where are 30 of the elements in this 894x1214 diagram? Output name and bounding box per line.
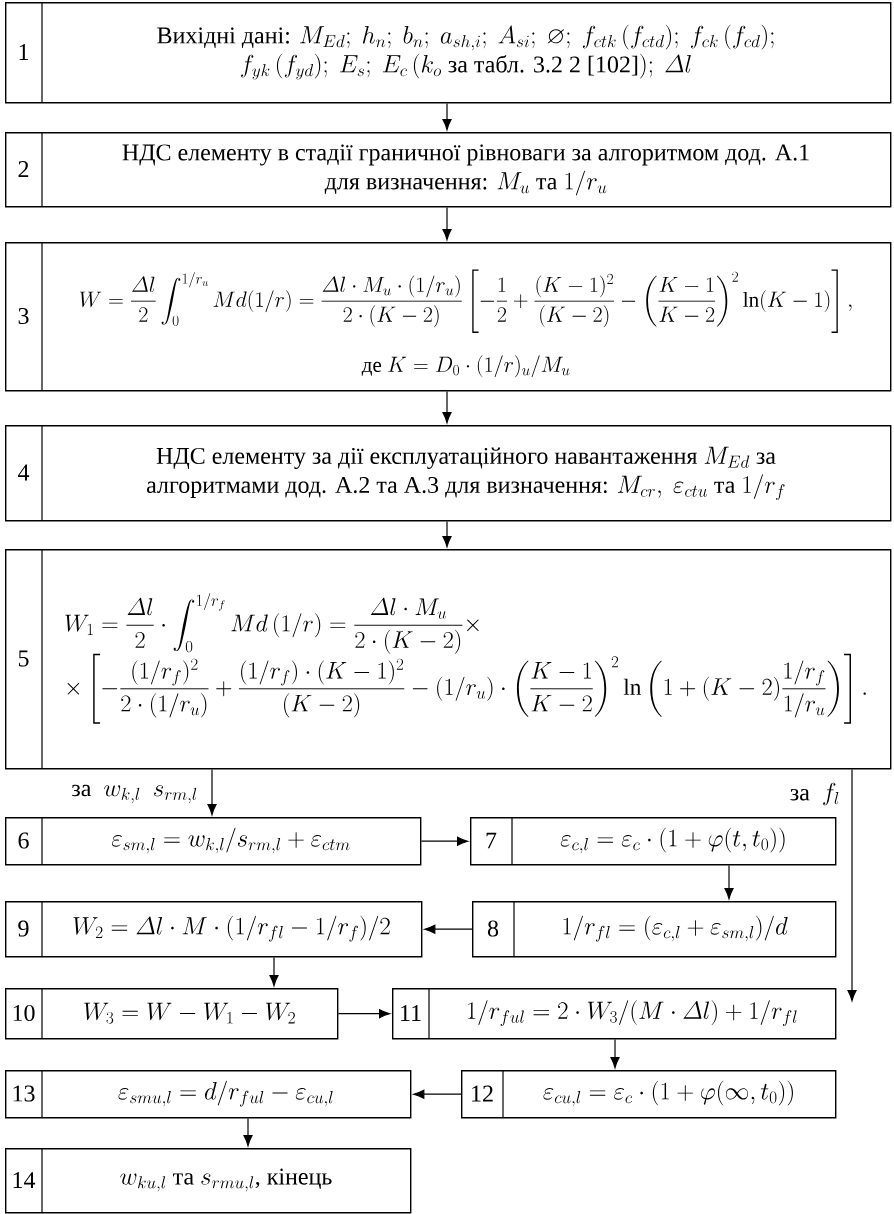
process-box: 11 $1/r_{ful}=2\cdot W_3/(M\cdot\varDelta l)+1/r_{fl}$ bbox=[392, 987, 837, 1040]
process-box: 6 $\varepsilon_{sm,l}=w_{k,l}/s_{rm,l}+\varepsilon_{ctm}$ bbox=[5, 816, 422, 866]
process-box: 10 $W_3=W-W_1-W_2$ bbox=[5, 987, 339, 1040]
arrow bbox=[420, 836, 469, 846]
process-box: 2 $\begin{array}{c}\text{НДС елементу в стадії граничної рівноваги за алгоритмом дод. А.1}\\ \text{для визначення: } M_u\text{ та }1/r_u\end{array}$ bbox=[5, 131, 892, 208]
process-box: 13 $\varepsilon_{smu,l}=d/r_{ful}-\varepsilon_{cu,l}$ bbox=[5, 1069, 412, 1119]
arrow bbox=[243, 1117, 253, 1147]
process-box: 4 $\begin{array}{c}\text{НДС елементу за дії експлуатаційного навантаження } M_{Ed}\text{ за}\\ \text{алгоритмами дод. А.2 та А.3 для визначення: } M_{cr},\ \varepsilon_{ctu}\text{ та }1/r_f\end{array}$ bbox=[5, 424, 892, 522]
process-box: 3 $W=\dfrac{\varDelta l}{2}\displaystyle\int_0^{1/r_u} Md(1/r)=\dfrac{\varDelta l\cdot M_u\cdot(1/r_u)}{2\cdot(K-2)}\left[-\dfrac{1}{2}+\dfrac{(K-1)^2}{(K-2)}-\left(\dfrac{K-1}{K-2}\right)^2\ln(K-1)\right],$ $\text{де } K=D_0\cdot(1/r)_u/M_u$ bbox=[5, 241, 892, 392]
edge-label: $\text{за }\ w_{k,l}\ \ s_{rm,l}$ bbox=[69, 782, 200, 806]
process-box: 7 $\varepsilon_{c,l}=\varepsilon_c\cdot(1+\varphi(t,t_0))$ bbox=[470, 816, 837, 866]
arrow bbox=[610, 1038, 620, 1069]
arrow bbox=[724, 864, 734, 900]
process-box: 5 $\begin{array}{l}W_1=\dfrac{\varDelta l}{2}\cdot\displaystyle\int_0^{1/r_f} Md\,(1/r)=\dfrac{\varDelta l\cdot M_u}{2\cdot(K-2)}\times\\ \times\left[-\dfrac{(1/r_f)^2}{2\cdot(1/r_u)}+\dfrac{(1/r_f)\cdot(K-1)^2}{(K-2)}-(1/r_u)\cdot\left(\dfrac{K-1}{K-2}\right)^2\ln\left(1+(K-2)\dfrac{1/r_f}{1/r_u}\right)\right].\end{array}$ bbox=[5, 548, 892, 770]
arrow bbox=[442, 206, 452, 241]
arrow bbox=[442, 520, 452, 548]
process-box: 9 $W_2=\varDelta l\cdot M\cdot(1/r_{fl}-1/r_f)/2$ bbox=[5, 900, 423, 958]
process-box: 8 $1/r_{fl}=(\varepsilon_{c,l}+\varepsilon_{sm,l})/d$ bbox=[472, 900, 837, 958]
process-box: 12 $\varepsilon_{cu,l}=\varepsilon_c\cdot(1+\varphi(\infty,t_0))$ bbox=[461, 1069, 837, 1119]
arrow bbox=[442, 390, 452, 424]
process-box: 1 $\begin{array}{c}\text{Вихідні дані: } M_{Ed};\ h_n;\ b_n;\ a_{sh,i};\ A_{si};\ \varnothing;\ f_{ctk}\,(f_{ctd});\ f_{ck}\,(f_{cd});\\ f_{yk}\,(f_{yd});\ E_s;\ E_c\,(k_o\text{ за табл. 3.2 2 [102]});\ \varDelta l\end{array}$ bbox=[5, 1, 892, 104]
arrow bbox=[442, 102, 452, 131]
arrow bbox=[413, 1089, 462, 1099]
arrow bbox=[337, 1009, 391, 1019]
arrow bbox=[424, 924, 473, 934]
arrow bbox=[207, 768, 217, 816]
arrow bbox=[847, 768, 857, 1002]
edge-label: $\text{за }\ f_l$ bbox=[787, 780, 842, 808]
process-box: 14 $w_{ku,l}\text{ та }s_{rmu,l}\text{, кінець}$ bbox=[5, 1147, 412, 1214]
arrow bbox=[269, 956, 279, 987]
